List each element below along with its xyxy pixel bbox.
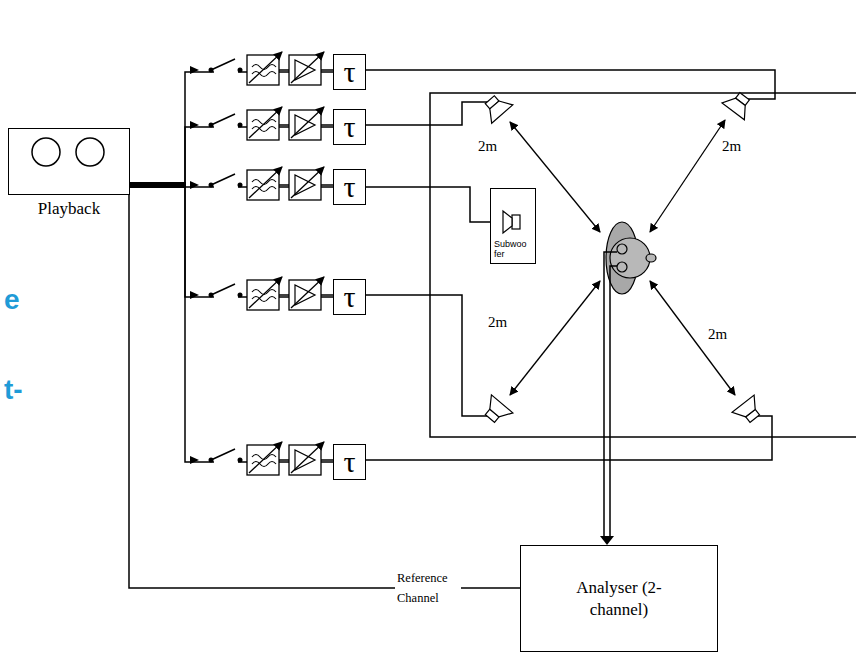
branch-arrowhead bbox=[190, 456, 199, 464]
delay-symbol: τ bbox=[343, 282, 355, 312]
subwoofer-box: Subwoo fer bbox=[490, 188, 536, 264]
adjust-arrow bbox=[291, 52, 324, 83]
channel-wire bbox=[279, 294, 289, 296]
tape-icon bbox=[32, 138, 104, 166]
speaker-wires bbox=[366, 70, 775, 460]
slide-text-fragment: t- bbox=[4, 374, 23, 406]
delay-symbol: τ bbox=[343, 112, 355, 142]
channel-wire bbox=[321, 294, 333, 296]
channel-wire bbox=[321, 69, 333, 71]
channel-label: Reference Channel bbox=[395, 568, 461, 608]
channel-strips bbox=[190, 52, 333, 475]
switch-gap bbox=[214, 122, 238, 128]
slide-text-fragment: e bbox=[4, 284, 20, 316]
loudspeaker-symbol bbox=[479, 91, 513, 124]
adjust-arrow bbox=[291, 167, 324, 198]
channel-wire bbox=[321, 124, 333, 126]
delay-symbol: τ bbox=[343, 447, 355, 477]
branch-arrowhead bbox=[190, 291, 199, 299]
adjust-arrow bbox=[291, 277, 324, 308]
channel-wire bbox=[321, 459, 333, 461]
distance-label: 2m bbox=[488, 314, 507, 331]
switch-contact bbox=[238, 123, 243, 128]
distance-label: 2m bbox=[478, 138, 497, 155]
switch-lever bbox=[211, 284, 235, 295]
dummy-head bbox=[606, 222, 656, 294]
channel-wire bbox=[321, 184, 333, 186]
switch-gap bbox=[214, 182, 238, 188]
filter-wave bbox=[252, 455, 276, 467]
branch-arrowhead bbox=[190, 181, 199, 189]
switch-contact bbox=[238, 293, 243, 298]
signal-arrowhead bbox=[600, 536, 614, 545]
signal-wire bbox=[366, 187, 490, 222]
switch-gap bbox=[214, 292, 238, 298]
delay-symbol: τ bbox=[343, 57, 355, 87]
delay-box: τ bbox=[333, 54, 366, 90]
switch-lever bbox=[211, 114, 235, 125]
switch-lever bbox=[211, 449, 235, 460]
filter-wave bbox=[252, 120, 276, 132]
adjust-arrow bbox=[291, 107, 324, 138]
loudspeaker-symbol bbox=[479, 395, 513, 428]
signal-wire bbox=[130, 185, 333, 462]
loudspeaker-symbol bbox=[732, 395, 766, 427]
delay-symbol: τ bbox=[343, 172, 355, 202]
switch-contact bbox=[238, 68, 243, 73]
switch-contact bbox=[238, 183, 243, 188]
channel-wire bbox=[279, 69, 289, 71]
distance-arrows bbox=[510, 120, 735, 395]
adjust-arrow bbox=[249, 167, 282, 198]
switch-lever bbox=[211, 174, 235, 185]
filter-wave bbox=[252, 290, 276, 302]
filter-wave bbox=[252, 180, 276, 192]
node-label: Analyser (2-channel) bbox=[564, 577, 674, 620]
switch-gap bbox=[214, 67, 238, 73]
delay-box: τ bbox=[333, 444, 366, 480]
signal-wire bbox=[130, 72, 333, 185]
signal-bus bbox=[130, 182, 186, 188]
signal-wire bbox=[129, 195, 520, 588]
distance-label: 2m bbox=[722, 138, 741, 155]
delay-box: τ bbox=[333, 279, 366, 315]
distance-label: 2m bbox=[708, 326, 727, 343]
node-label: Playback bbox=[8, 199, 130, 219]
channel-wire bbox=[279, 124, 289, 126]
adjust-arrow bbox=[249, 442, 282, 473]
delay-box: τ bbox=[333, 169, 366, 205]
branch-arrowhead bbox=[190, 121, 199, 129]
tape-box bbox=[8, 128, 130, 195]
delay-box: τ bbox=[333, 109, 366, 145]
adjust-arrow bbox=[249, 52, 282, 83]
subwoofer-symbol bbox=[503, 211, 520, 233]
channel-wire bbox=[279, 459, 289, 461]
analyser-box: Analyser (2-channel) bbox=[520, 545, 718, 652]
loudspeaker-symbol bbox=[722, 88, 756, 120]
adjust-arrow bbox=[249, 277, 282, 308]
node-label: Subwoo fer bbox=[494, 240, 532, 260]
switch-gap bbox=[214, 457, 238, 463]
switch-lever bbox=[211, 59, 235, 70]
adjust-arrow bbox=[291, 442, 324, 473]
room-outline bbox=[430, 93, 856, 437]
adjust-arrow bbox=[249, 107, 282, 138]
playback-device: Playback bbox=[8, 128, 130, 228]
filter-wave bbox=[252, 65, 276, 77]
microphone-cables bbox=[604, 252, 617, 538]
switch-contact bbox=[238, 458, 243, 463]
channel-wire bbox=[279, 184, 289, 186]
branch-arrowhead bbox=[190, 66, 199, 74]
